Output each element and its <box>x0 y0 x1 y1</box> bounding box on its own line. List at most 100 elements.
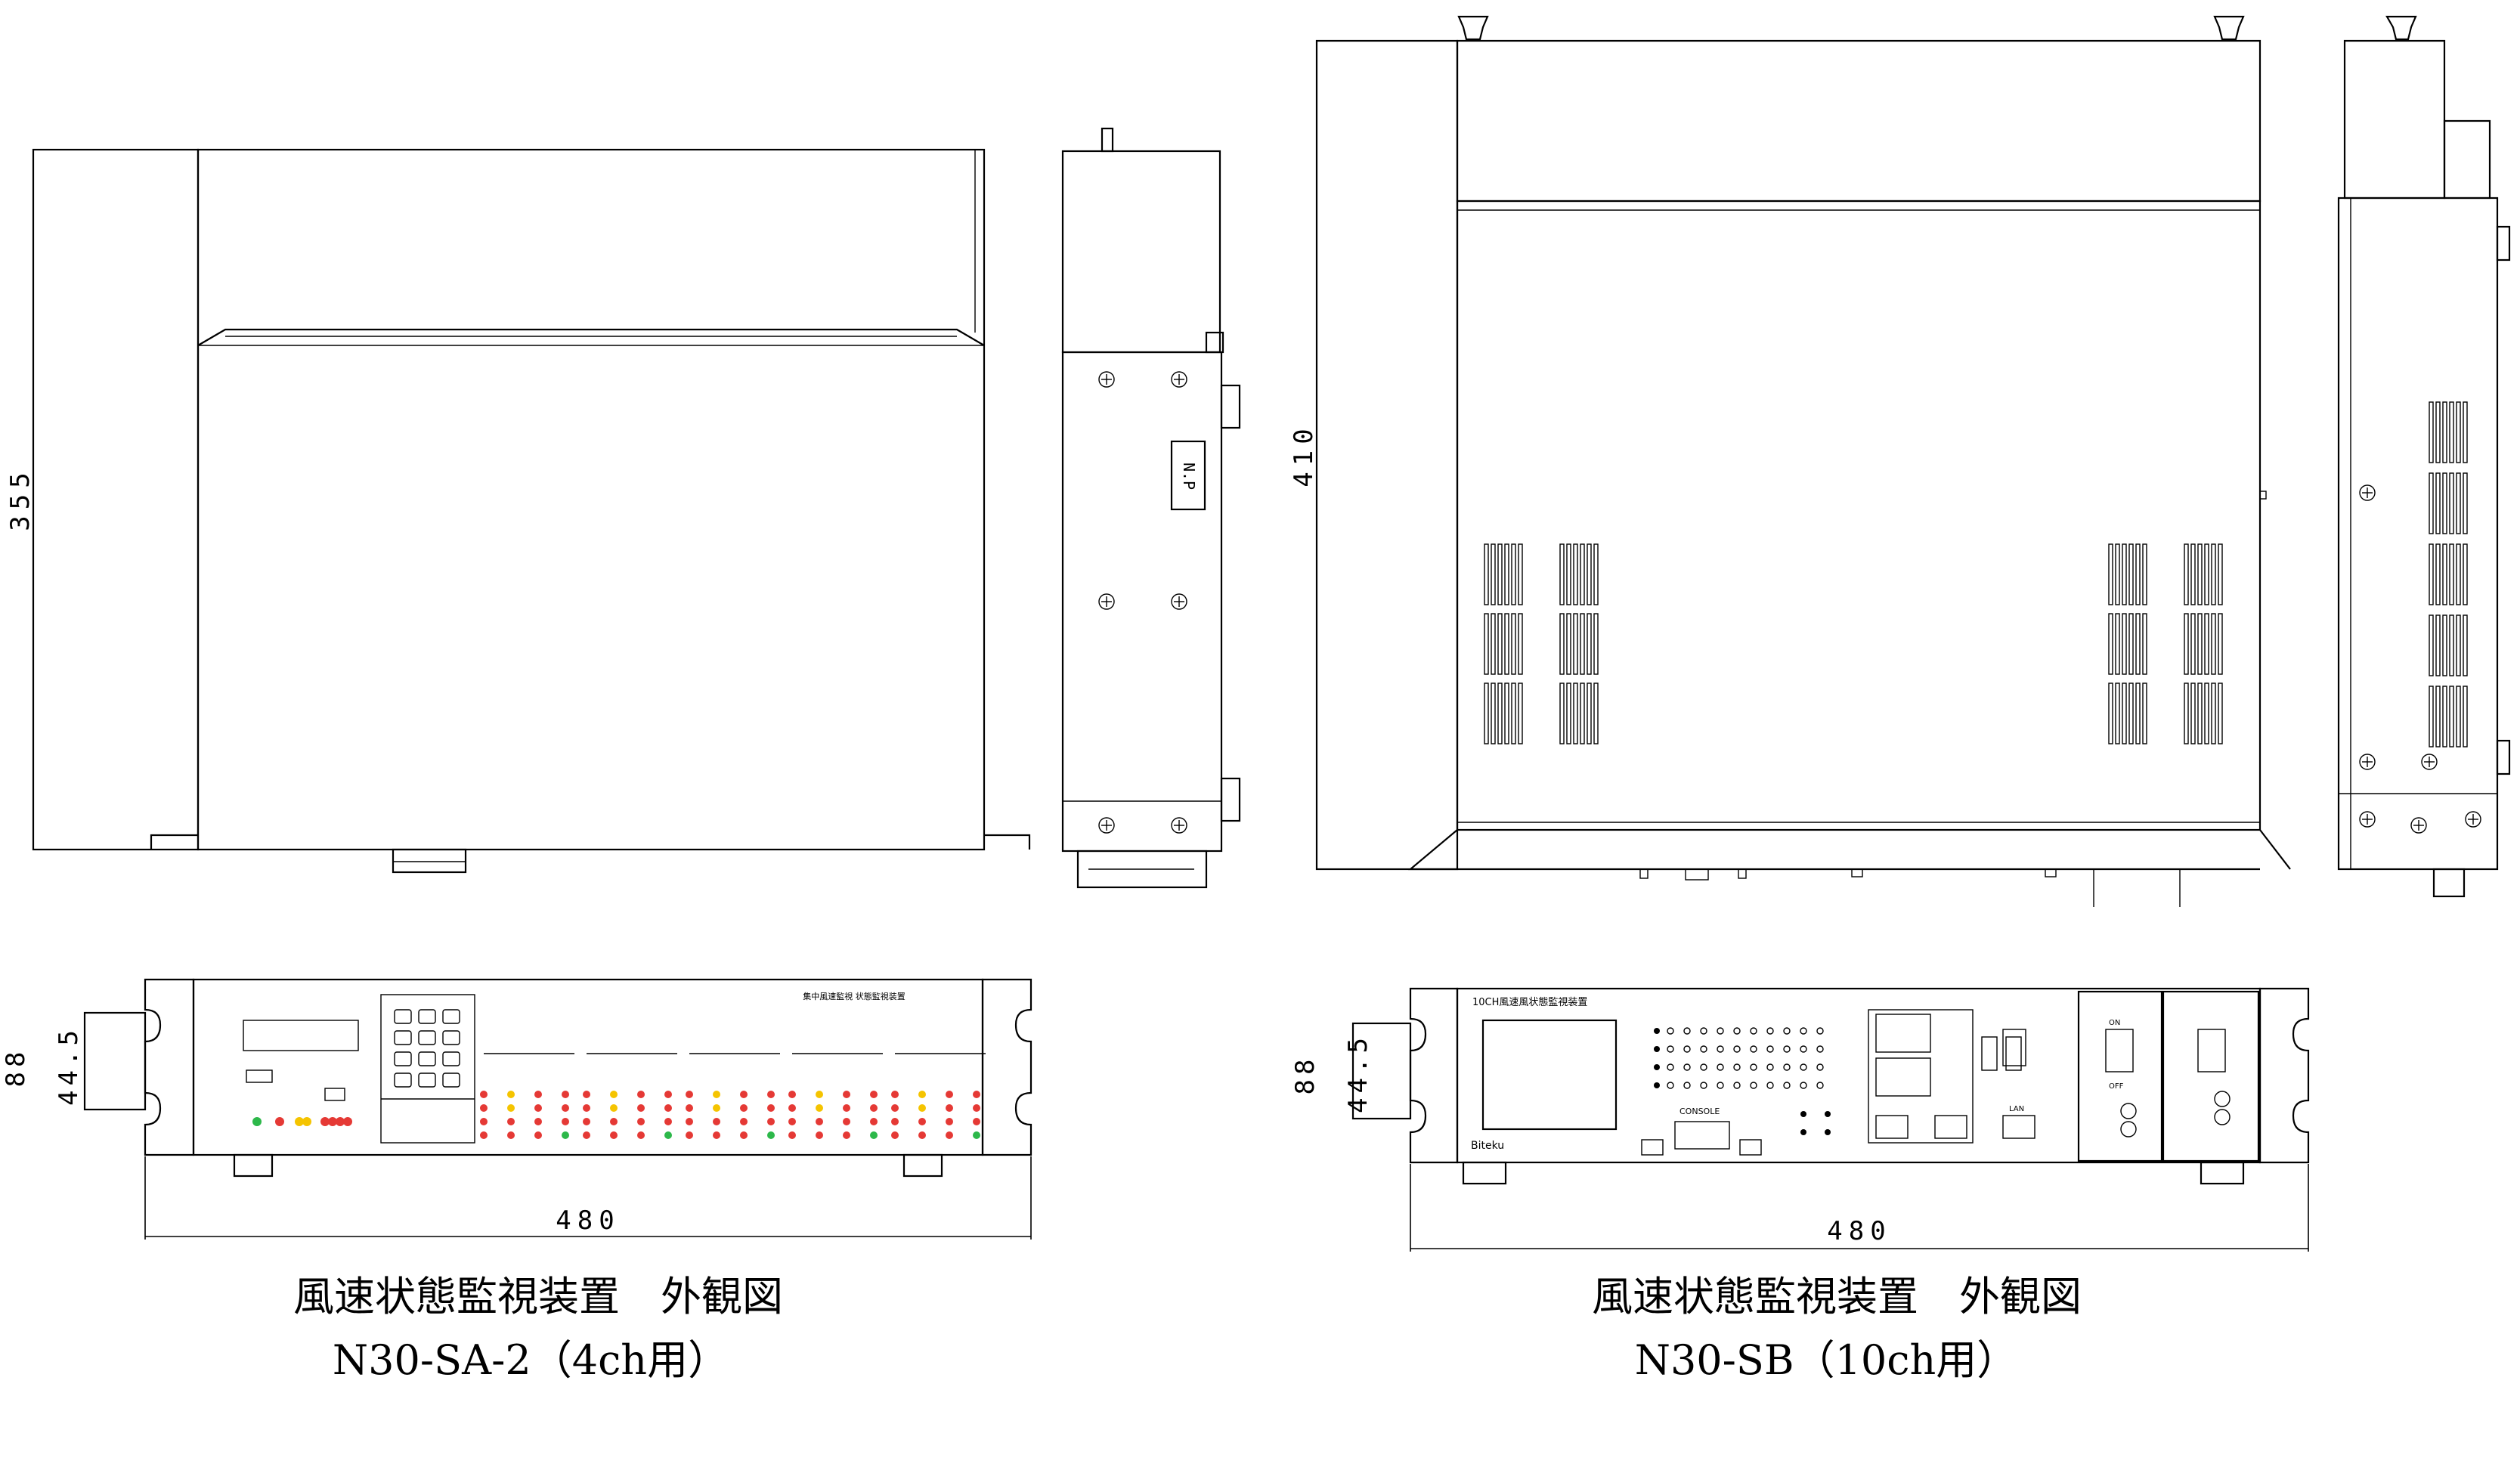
vent-slot <box>2449 401 2454 463</box>
vent-slot <box>2204 543 2209 605</box>
keypad-key <box>394 1009 412 1024</box>
vent-slot <box>2115 613 2120 675</box>
right-dim-width: 480 <box>1827 1216 1891 1246</box>
right-on-label: ON <box>2109 1019 2120 1027</box>
right-caption-title: 風速状態監視装置 外観図 <box>1592 1273 2082 1320</box>
channel-led <box>788 1091 796 1098</box>
channel-led <box>664 1131 672 1139</box>
channel-led <box>891 1118 899 1125</box>
vent-slot <box>2463 401 2468 463</box>
channel-led <box>562 1131 569 1139</box>
vent-slot <box>2184 682 2189 744</box>
left-front-view <box>83 978 1032 1178</box>
indicator-led <box>1766 1063 1774 1071</box>
vent-slot <box>2429 401 2434 463</box>
vent-slot <box>1504 682 1509 744</box>
breaker-knob <box>2214 1091 2231 1107</box>
channel-led <box>480 1118 488 1125</box>
vent-slot <box>2197 543 2203 605</box>
vent-slot <box>2435 614 2441 676</box>
indicator-led <box>1816 1045 1824 1053</box>
vent-slot <box>2456 472 2461 534</box>
channel-led <box>713 1131 720 1139</box>
right-front-view <box>1351 987 2310 1185</box>
channel-led <box>918 1091 926 1098</box>
indicator-led <box>1800 1082 1807 1089</box>
indicator-led <box>1683 1082 1691 1089</box>
status-led <box>328 1117 337 1126</box>
vent-slot <box>1511 613 1516 675</box>
channel-led <box>610 1131 618 1139</box>
vent-slot <box>2442 543 2447 605</box>
left-width-dimension <box>144 1156 1032 1240</box>
vent-slot <box>1593 613 1599 675</box>
channel-led <box>637 1104 645 1112</box>
left-panel-title: 集中風速監視 状態監視装置 <box>803 991 906 1001</box>
indicator-led <box>1654 1028 1660 1034</box>
indicator-led <box>1654 1064 1660 1070</box>
keypad-key <box>394 1051 412 1066</box>
left-np-label: N.P <box>1180 463 1198 490</box>
vent-slot <box>2190 613 2196 675</box>
indicator-led <box>1717 1027 1724 1035</box>
indicator-led <box>1825 1111 1831 1117</box>
vent-slot <box>2108 613 2113 675</box>
vent-slot <box>2142 613 2147 675</box>
keypad-key <box>442 1030 460 1045</box>
vent-slot <box>2204 682 2209 744</box>
channel-led <box>507 1118 515 1125</box>
status-led <box>302 1117 311 1126</box>
channel-led <box>767 1118 775 1125</box>
vent-slot <box>1484 682 1489 744</box>
indicator-led <box>1683 1027 1691 1035</box>
channel-led <box>891 1104 899 1112</box>
channel-led <box>843 1131 850 1139</box>
vent-slot <box>2456 401 2461 463</box>
indicator-led <box>1717 1063 1724 1071</box>
vent-slot <box>1587 543 1592 605</box>
vent-slot <box>2218 543 2223 605</box>
channel-led <box>713 1104 720 1112</box>
screw-icon <box>2359 754 2376 770</box>
left-dim-height: 355 <box>5 466 36 531</box>
indicator-led <box>1700 1082 1707 1089</box>
vent-slot <box>2204 613 2209 675</box>
vent-slot <box>2442 614 2447 676</box>
vent-slot <box>2197 682 2203 744</box>
vent-slot <box>2135 682 2141 744</box>
right-panel-title: 10CH風速風状態監視装置 <box>1472 996 1587 1008</box>
indicator-led <box>1825 1129 1831 1135</box>
indicator-led <box>1700 1027 1707 1035</box>
channel-led <box>583 1104 590 1112</box>
vent-slot <box>2108 682 2113 744</box>
channel-led <box>843 1104 850 1112</box>
keypad-key <box>418 1030 436 1045</box>
channel-led <box>870 1118 878 1125</box>
channel-led <box>870 1104 878 1112</box>
screw-icon <box>2465 811 2481 828</box>
indicator-led <box>1800 1045 1807 1053</box>
vent-slot <box>2449 543 2454 605</box>
channel-led <box>788 1131 796 1139</box>
screw-icon <box>1171 593 1187 610</box>
vent-slot <box>1580 543 1585 605</box>
vent-slot <box>2122 543 2127 605</box>
vent-slot <box>2449 614 2454 676</box>
channel-led <box>664 1118 672 1125</box>
channel-led <box>816 1091 823 1098</box>
channel-led <box>507 1104 515 1112</box>
breaker-knob <box>2120 1121 2137 1137</box>
indicator-led <box>1816 1027 1824 1035</box>
left-caption-model: N30-SA-2（4ch用） <box>333 1336 729 1384</box>
channel-led <box>534 1104 542 1112</box>
indicator-led <box>1717 1082 1724 1089</box>
channel-led <box>507 1131 515 1139</box>
channel-led <box>740 1104 748 1112</box>
channel-led <box>918 1118 926 1125</box>
indicator-led <box>1654 1046 1660 1052</box>
keypad-key <box>442 1009 460 1024</box>
indicator-led <box>1683 1045 1691 1053</box>
channel-led <box>973 1104 980 1112</box>
screw-icon <box>1171 371 1187 388</box>
indicator-led <box>1750 1082 1757 1089</box>
